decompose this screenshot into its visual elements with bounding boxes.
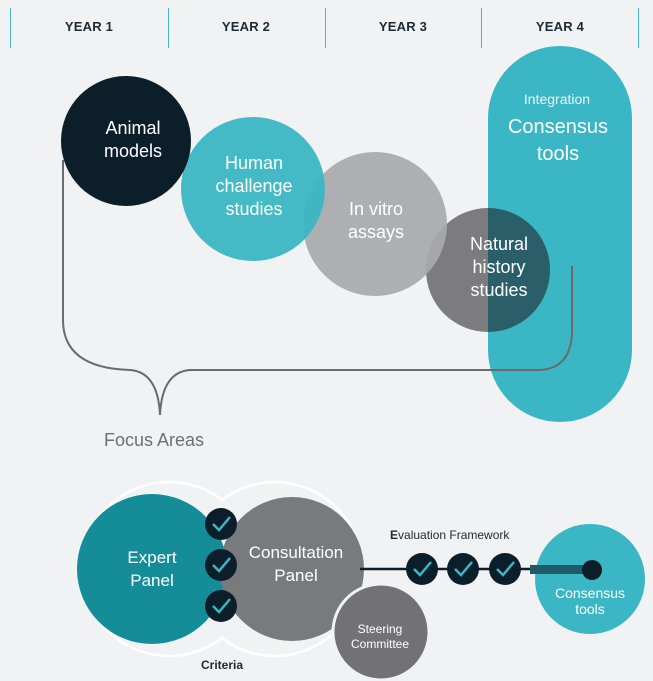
steering-committee-circle: [331, 582, 431, 681]
consultation-text-2: Panel: [274, 566, 317, 585]
check-icon: [447, 553, 479, 585]
check-mark: [212, 516, 231, 532]
consultation-text-1: Consultation: [249, 543, 344, 562]
criteria-label: Criteria: [201, 658, 243, 672]
year-divider: [481, 8, 482, 48]
check-mark: [454, 561, 473, 577]
process-consensus-text-1: Consensus: [555, 585, 625, 601]
consensus-endpoint-dot: [582, 560, 602, 580]
human-text-3: studies: [225, 199, 282, 219]
evaluation-initial: E: [390, 528, 398, 542]
animal-models-circle: [61, 76, 191, 206]
check-mark: [212, 557, 231, 573]
year-divider: [10, 8, 11, 48]
natural-text-1: Natural: [470, 234, 528, 254]
year-3-label: YEAR 3: [378, 19, 428, 34]
animal-text-2: models: [104, 141, 162, 161]
check-mark: [212, 598, 231, 614]
check-icon: [205, 590, 237, 622]
human-text-2: challenge: [215, 176, 292, 196]
process-consensus-text-2: tools: [575, 601, 605, 617]
expert-text-1: Expert: [127, 548, 176, 567]
human-text-1: Human: [225, 153, 283, 173]
check-icon: [406, 553, 438, 585]
integration-pill: [488, 46, 632, 422]
criteria-checks: [205, 508, 237, 622]
natural-text-2: history: [472, 257, 525, 277]
year-divider: [638, 8, 639, 48]
consensus-text-2: tools: [537, 143, 579, 165]
consensus-text-1: Consensus: [508, 116, 608, 138]
panel-outline: [80, 480, 364, 658]
integration-label: Integration: [524, 91, 590, 107]
steering-text-2: Committee: [351, 637, 409, 651]
evaluation-checks: [406, 553, 521, 585]
year-1-label: YEAR 1: [64, 19, 114, 34]
natural-text-3: studies: [470, 280, 527, 300]
expert-panel-circle: [77, 494, 227, 644]
check-icon: [205, 549, 237, 581]
evaluation-framework-label: Evaluation Framework: [390, 528, 510, 542]
year-4-label: YEAR 4: [535, 19, 585, 34]
timeline-header: YEAR 1 YEAR 2 YEAR 3 YEAR 4: [0, 0, 653, 60]
invitro-text-2: assays: [348, 222, 404, 242]
focus-areas-caption: Focus Areas: [104, 430, 204, 450]
year-2-label: YEAR 2: [221, 19, 271, 34]
check-icon: [489, 553, 521, 585]
invitro-text-1: In vitro: [349, 199, 403, 219]
check-mark: [496, 561, 515, 577]
consultation-panel-circle: [220, 497, 364, 641]
expert-text-2: Panel: [130, 571, 173, 590]
year-divider: [325, 8, 326, 48]
in-vitro-circle: [303, 152, 447, 296]
human-challenge-circle: [181, 117, 325, 261]
evaluation-rest: valuation Framework: [398, 528, 510, 542]
check-icon: [205, 508, 237, 540]
consensus-connector-bar: [530, 565, 592, 574]
natural-integration-overlap: [488, 208, 550, 332]
year-divider: [168, 8, 169, 48]
steering-text-1: Steering: [358, 622, 403, 636]
focus-areas-bracket: [62, 160, 573, 416]
check-mark: [413, 561, 432, 577]
animal-text-1: Animal: [105, 118, 160, 138]
